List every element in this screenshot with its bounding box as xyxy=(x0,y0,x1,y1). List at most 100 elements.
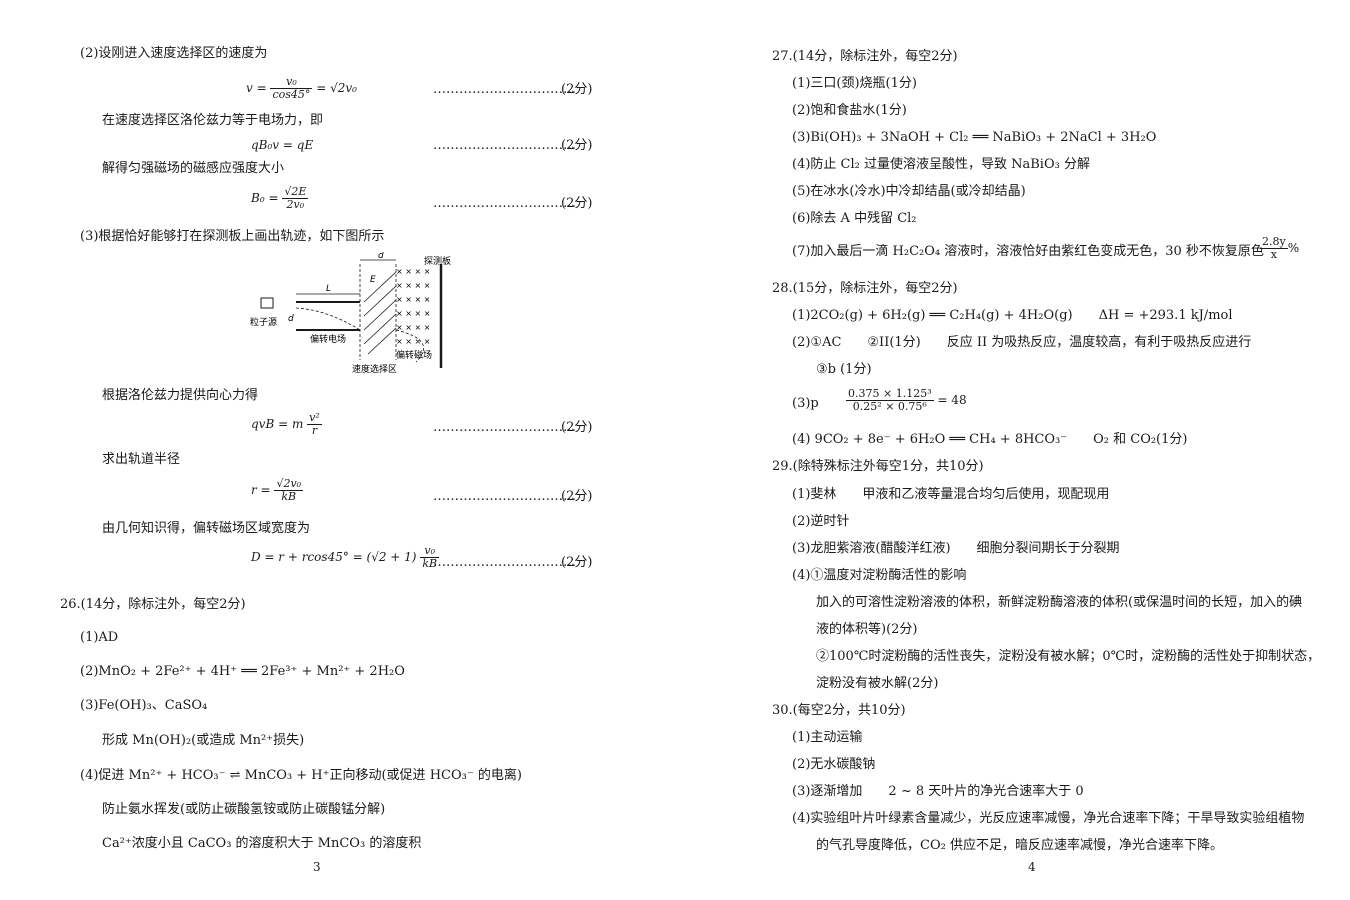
q27-6: (6)除去 A 中残留 Cl₂ xyxy=(792,211,917,226)
frac-den: r xyxy=(311,424,318,437)
q26-1: (1)AD xyxy=(80,630,119,645)
geometry-text: 由几何知识得，偏转磁场区域宽度为 xyxy=(102,521,311,536)
q29-1: (1)斐林 甲液和乙液等量混合均匀后使用，现配现用 xyxy=(792,487,1110,502)
formula-lhs: qvB = m xyxy=(251,417,304,431)
e-field-lines xyxy=(363,271,397,355)
svg-text:× × × ×: × × × × xyxy=(396,281,430,290)
q27-1: (1)三口(颈)烧瓶(1分) xyxy=(792,76,917,91)
page-number-left: 3 xyxy=(313,860,321,874)
frac-den: kB xyxy=(422,557,438,570)
q26-3: (3)Fe(OH)₃、CaSO₄ xyxy=(80,698,208,713)
q30-head: 30.(每空2分，共10分) xyxy=(772,703,906,718)
e-label: E xyxy=(370,275,376,285)
frac-num: √2E xyxy=(282,185,309,199)
svg-text:× × × ×: × × × × xyxy=(396,267,430,276)
q28-4: (4) 9CO₂ + 8e⁻ + 6H₂O ══ CH₄ + 8HCO₃⁻ O₂… xyxy=(792,432,1188,447)
formula-lhs: v = xyxy=(246,81,267,95)
dot-leader: …………………………… xyxy=(433,82,576,97)
q29-4c: 液的体积等)(2分) xyxy=(816,622,918,637)
points-label: (2分) xyxy=(561,555,593,570)
formula-lhs: B₀ = xyxy=(251,191,279,205)
points-label: (2分) xyxy=(561,138,593,153)
svg-text:× × × ×: × × × × xyxy=(396,295,430,304)
dot-leader: …………………………… xyxy=(433,489,576,504)
percent-sign: % xyxy=(1287,241,1300,255)
frac-num: √2v₀ xyxy=(274,477,304,491)
svg-text:× × × ×: × × × × xyxy=(396,323,430,332)
q27-4: (4)防止 Cl₂ 过量使溶液呈酸性，导致 NaBiO₃ 分解 xyxy=(792,157,1090,172)
svg-text:× × × ×: × × × × xyxy=(396,309,430,318)
page-number-right: 4 xyxy=(1028,860,1036,874)
q27-3: (3)Bi(OH)₃ + 3NaOH + Cl₂ ══ NaBiO₃ + 2Na… xyxy=(792,130,1157,145)
q28-3-p: (3)p xyxy=(792,396,819,411)
points-label: (2分) xyxy=(561,420,593,435)
q28-head: 28.(15分，除标注外，每空2分) xyxy=(772,281,958,296)
field1-label: 偏转电场 xyxy=(310,333,346,345)
q27-2: (2)饱和食盐水(1分) xyxy=(792,103,907,118)
q26-4c: Ca²⁺浓度小且 CaCO₃ 的溶度积大于 MnCO₃ 的溶度积 xyxy=(102,836,422,851)
l-label: L xyxy=(326,284,331,294)
physics-diagram: 粒子源 L d 偏转电场 d E × × × × × × × × × × × ×… xyxy=(250,252,451,375)
d2-label: d xyxy=(378,252,384,261)
q25-3-intro: (3)根据恰好能够打在探测板上画出轨迹，如下图所示 xyxy=(80,229,385,244)
centripetal-text: 根据洛伦兹力提供向心力得 xyxy=(102,388,259,403)
q29-3: (3)龙胆紫溶液(醋酸洋红液) 细胞分裂间期长于分裂期 xyxy=(792,541,1120,556)
q26-2: (2)MnO₂ + 2Fe²⁺ + 4H⁺ ══ 2Fe³⁺ + Mn²⁺ + … xyxy=(80,664,405,679)
q28-2b: ③b (1分) xyxy=(816,362,872,377)
formula-lhs: D = r + rcos45° = (√2 + 1) xyxy=(251,550,417,564)
source-box xyxy=(260,297,274,309)
d-label: d xyxy=(288,314,294,324)
q29-4e: 淀粉没有被水解(2分) xyxy=(816,676,939,691)
frac-num: 0.375 × 1.125³ xyxy=(846,387,934,401)
frac-den: 0.25² × 0.75⁶ xyxy=(852,400,927,413)
frac-den: x xyxy=(1270,248,1277,261)
q28-2: (2)①AC ②II(1分) 反应 II 为吸热反应，温度较高，有利于吸热反应进… xyxy=(792,335,1252,350)
dot-leader: …………………………… xyxy=(433,420,576,435)
field3-label: 偏转磁场 xyxy=(396,349,432,361)
q29-4: (4)①温度对淀粉酶活性的影响 xyxy=(792,568,967,583)
formula-balance: qB₀v = qE xyxy=(251,138,314,152)
q29-4b: 加入的可溶性淀粉溶液的体积，新鲜淀粉酶溶液的体积(或保温时间的长短，加入的碘 xyxy=(816,595,1303,610)
q30-4: (4)实验组叶片叶绿素含量减少，光反应速率减慢，净光合速率下降；干旱导致实验组植… xyxy=(792,811,1305,826)
frac-den: 2v₀ xyxy=(286,198,305,211)
board-label: 探测板 xyxy=(424,255,451,267)
points-label: (2分) xyxy=(561,196,593,211)
source-label: 粒子源 xyxy=(250,316,277,328)
q27-5: (5)在冰水(冷水)中冷却结晶(或冷却结晶) xyxy=(792,184,1026,199)
formula-lhs: r = xyxy=(251,483,271,497)
q26-4b: 防止氨水挥发(或防止碳酸氢铵或防止碳酸锰分解) xyxy=(102,802,386,817)
q26-3b: 形成 Mn(OH)₂(或造成 Mn²⁺损失) xyxy=(102,733,305,748)
frac-num: v² xyxy=(307,411,322,425)
q29-4d: ②100℃时淀粉酶的活性丧失，淀粉没有被水解；0℃时，淀粉酶的活性处于抑制状态， xyxy=(816,649,1321,664)
radius-text: 求出轨道半径 xyxy=(102,452,181,467)
frac-num: 2.8y xyxy=(1260,235,1288,249)
q27-head: 27.(14分，除标注外，每空2分) xyxy=(772,49,958,64)
arc xyxy=(395,329,424,363)
q30-3: (3)逐渐增加 2 ~ 8 天叶片的净光合速率大于 0 xyxy=(792,784,1084,799)
formula-result: = 48 xyxy=(937,393,967,407)
frac-num: v₀ xyxy=(420,545,440,558)
dot-leader: …………………………… xyxy=(433,138,576,153)
q25-2-intro: (2)设刚进入速度选择区的速度为 xyxy=(80,46,268,61)
q28-1: (1)2CO₂(g) + 6H₂(g) ══ C₂H₄(g) + 4H₂O(g)… xyxy=(792,308,1233,323)
b-field-crosses: × × × × × × × × × × × × × × × × × × × × … xyxy=(396,267,430,346)
q29-head: 29.(除特殊标注外每空1分，共10分) xyxy=(772,459,984,474)
q26-head: 26.(14分，除标注外，每空2分) xyxy=(60,597,246,612)
b-text: 解得匀强磁场的磁感应强度大小 xyxy=(102,161,285,176)
q27-7: (7)加入最后一滴 H₂C₂O₄ 溶液时，溶液恰好由紫红色变成无色，30 秒不恢… xyxy=(792,244,1264,259)
frac-num: v₀ xyxy=(270,76,313,89)
q30-4b: 的气孔导度降低，CO₂ 供应不足，暗反应速率减慢，净光合速率下降。 xyxy=(816,838,1223,853)
trajectory xyxy=(295,307,361,331)
lorentz-text: 在速度选择区洛伦兹力等于电场力，即 xyxy=(102,113,324,128)
dot-leader: …………………………… xyxy=(433,196,576,211)
points-label: (2分) xyxy=(561,489,593,504)
q30-1: (1)主动运输 xyxy=(792,730,863,745)
q29-2: (2)逆时针 xyxy=(792,514,850,529)
field2-label: 速度选择区 xyxy=(352,363,397,375)
